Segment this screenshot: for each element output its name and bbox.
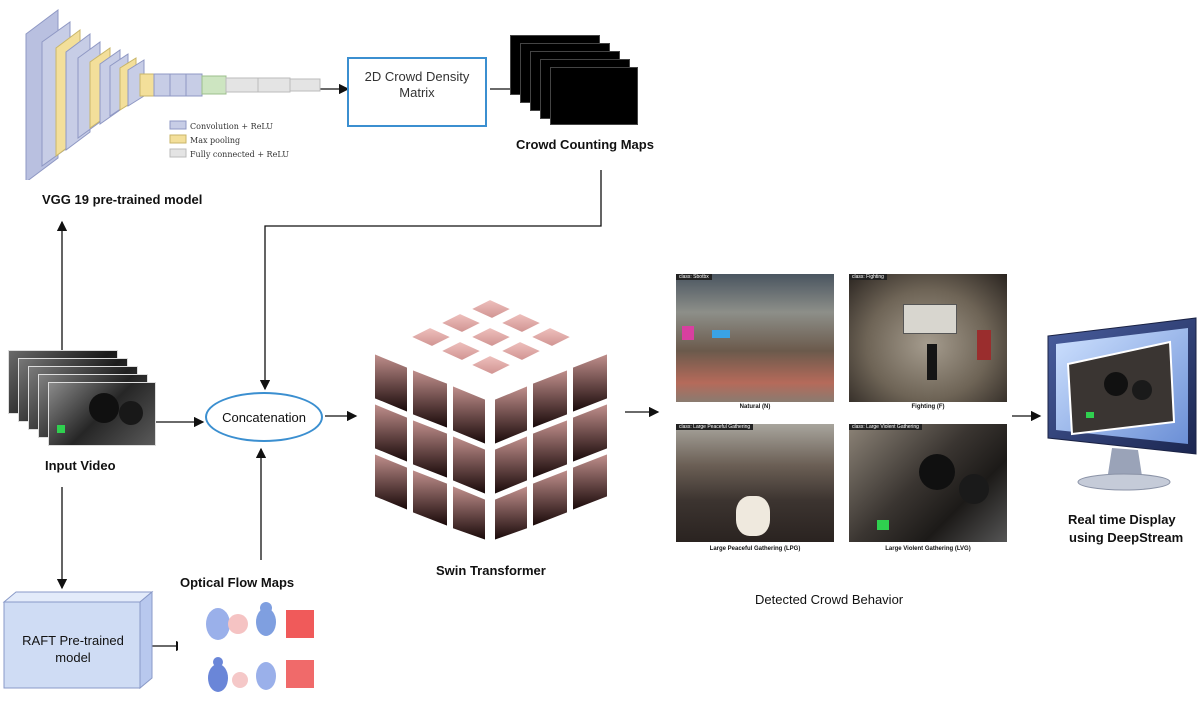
raft-model-box: RAFT Pre-trained model [0,590,155,690]
behavior-caption-natural: Natural (N) [739,404,771,410]
density-matrix-box: 2D Crowd Density Matrix [347,57,487,127]
legend-swatch-fc [169,148,187,158]
concatenation-label: Concatenation [222,409,306,425]
behavior-image-fighting: class: Fighting [849,274,1007,402]
vgg-layers-graphic: Convolution + ReLU Max pooling Fully con… [25,9,321,183]
input-video-frames [8,350,158,450]
swin-cube-graphic [373,297,609,543]
display-title-line2: using DeepStream [1069,530,1184,545]
behavior-panel-fighting: class: Fighting Fighting (F) [849,274,1007,414]
legend-pool: Max pooling [190,136,240,145]
density-matrix-label: 2D Crowd Density Matrix [364,69,470,100]
behavior-caption-lpg: Large Peaceful Gathering (LPG) [709,546,801,552]
deepstream-monitor [1042,316,1200,496]
counting-maps-stack [510,35,640,125]
detected-behavior-title: Detected Crowd Behavior [755,592,904,607]
monitor-graphic [1047,317,1197,491]
raft-box-graphic [2,590,154,690]
behavior-panel-lpg: class: Large Peaceful Gathering Large Pe… [676,424,834,556]
video-frame-front [48,382,156,446]
behavior-tag-lpg: class: Large Peaceful Gathering [676,424,754,430]
legend-conv: Convolution + ReLU [190,122,273,131]
concatenation-node: Concatenation [205,392,323,442]
legend-fc: Fully connected + ReLU [190,150,289,159]
behavior-image-lpg: class: Large Peaceful Gathering [676,424,834,542]
behavior-tag-lvg: class: Large Violent Gathering [849,424,922,430]
raft-label: RAFT Pre-trained model [22,633,124,665]
counting-maps-title: Crowd Counting Maps [516,137,654,152]
swin-title: Swin Transformer [436,563,546,578]
behavior-image-natural: class: Sbotbx [676,274,834,402]
legend-swatch-conv [169,120,187,130]
counting-map [550,67,638,125]
optical-flow-maps [178,600,318,700]
behavior-panel-lvg: class: Large Violent Gathering Large Vio… [849,424,1007,556]
behavior-panel-natural: class: Sbotbx Natural (N) [676,274,834,414]
optical-flow-graphic [178,600,318,700]
arrow-maps-to-concat [259,170,602,391]
optical-flow-title: Optical Flow Maps [180,575,295,590]
legend-swatch-pool [169,134,187,144]
behavior-caption-lvg: Large Violent Gathering (LVG) [885,546,971,552]
vgg-title: VGG 19 pre-trained model [42,192,203,207]
swin-transformer-cube [372,295,612,545]
behavior-tag-fighting: class: Fighting [849,274,887,280]
behavior-image-lvg: class: Large Violent Gathering [849,424,1007,542]
behavior-caption-fighting: Fighting (F) [911,404,945,410]
vgg-model-diagram: Convolution + ReLU Max pooling Fully con… [20,4,330,183]
display-title-line1: Real time Display [1068,512,1176,527]
behavior-tag-natural: class: Sbotbx [676,274,712,280]
input-video-title: Input Video [45,458,116,473]
